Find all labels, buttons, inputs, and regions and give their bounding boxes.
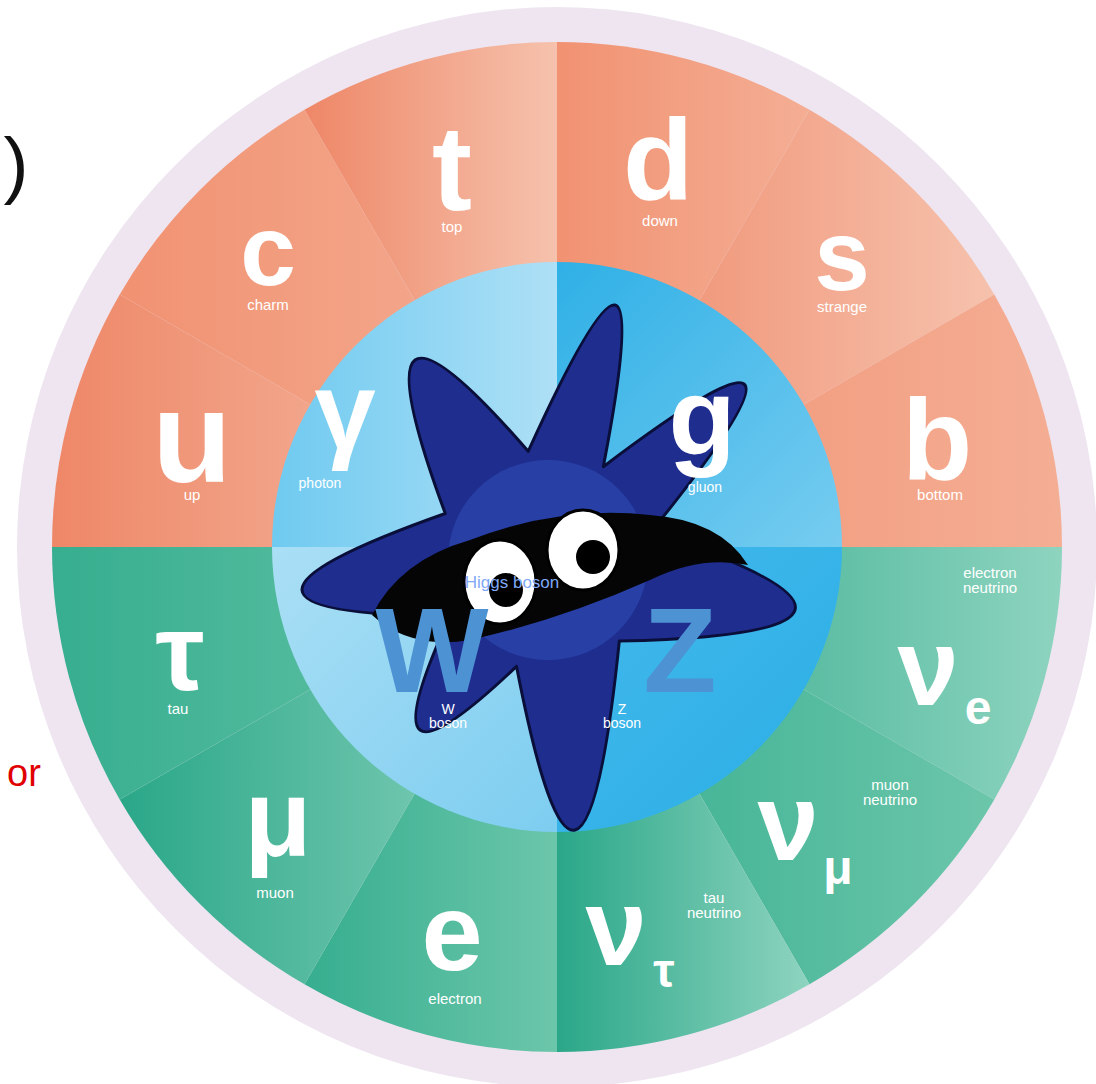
lepton-segment: νe electron neutrino bbox=[897, 565, 1027, 732]
particle-symbol: c bbox=[240, 200, 296, 300]
quark-segment: ddown bbox=[623, 103, 693, 229]
particle-symbol: e bbox=[965, 684, 992, 732]
particle-symbol: γ bbox=[314, 355, 375, 465]
quark-segment: bbottom bbox=[902, 383, 972, 503]
particle-symbol: τ bbox=[155, 597, 204, 707]
particle-symbol: Z bbox=[643, 590, 716, 710]
quark-segment: sstrange bbox=[814, 205, 870, 314]
particle-name: electron bbox=[428, 991, 481, 1006]
boson-quadrant: ZZ boson bbox=[598, 590, 717, 730]
particle-name: down bbox=[642, 213, 678, 228]
particle-symbol: e bbox=[421, 877, 482, 987]
particle-symbol: d bbox=[623, 103, 693, 218]
higgs-starfish bbox=[302, 305, 795, 830]
wheel-rim bbox=[17, 7, 1096, 1084]
higgs-circle: Higgs boson bbox=[465, 574, 560, 591]
quark-segment: ccharm bbox=[240, 200, 296, 312]
particle-name: Z boson bbox=[598, 702, 646, 730]
particle-name: strange bbox=[817, 299, 867, 314]
particle-name: tau neutrino bbox=[677, 890, 752, 920]
particle-symbol: u bbox=[152, 372, 231, 502]
particle-name: Higgs boson bbox=[465, 574, 560, 591]
particle-name: muon neutrino bbox=[853, 777, 928, 807]
particle-symbol: μ bbox=[823, 844, 852, 892]
particle-symbol: ν bbox=[897, 612, 958, 722]
slide-fragment: ) bbox=[4, 127, 29, 202]
slide-fragment: or bbox=[7, 754, 41, 792]
boson-quadrant: WW boson bbox=[375, 590, 488, 730]
quark-segment: ttop bbox=[432, 108, 472, 234]
lepton-segment: νμ muon neutrino bbox=[757, 767, 927, 892]
particle-name: charm bbox=[247, 297, 289, 312]
particle-name: bottom bbox=[917, 487, 963, 502]
particle-symbol: s bbox=[814, 205, 870, 305]
starfish-pupil bbox=[576, 540, 610, 574]
particle-symbol: t bbox=[432, 108, 472, 228]
particle-name: muon bbox=[256, 885, 294, 900]
particle-symbol: ν bbox=[757, 767, 818, 877]
quark-segment: uup bbox=[152, 372, 231, 502]
particle-name: gluon bbox=[688, 480, 722, 494]
lepton-segment: e electron bbox=[421, 877, 482, 1006]
particle-symbol: g bbox=[668, 362, 735, 472]
boson-quadrant: g gluon bbox=[668, 362, 735, 494]
particle-symbol: W bbox=[375, 590, 488, 710]
particle-name: tau bbox=[168, 701, 189, 716]
particle-name: up bbox=[184, 487, 201, 502]
particle-symbol: ν bbox=[585, 872, 646, 982]
particle-symbol: τ bbox=[653, 947, 674, 995]
particle-name: photon bbox=[299, 476, 342, 490]
lepton-segment: τtau bbox=[155, 597, 204, 716]
boson-quadrant: γ photon bbox=[299, 355, 376, 490]
particle-symbol: μ bbox=[244, 762, 311, 872]
particle-symbol: b bbox=[902, 383, 972, 498]
particle-name: top bbox=[442, 219, 463, 234]
lepton-segment: ντtau neutrino bbox=[585, 872, 751, 995]
particle-name: W boson bbox=[424, 702, 472, 730]
lepton-segment: μ muon bbox=[244, 762, 311, 900]
particle-name: electron neutrino bbox=[953, 565, 1028, 595]
